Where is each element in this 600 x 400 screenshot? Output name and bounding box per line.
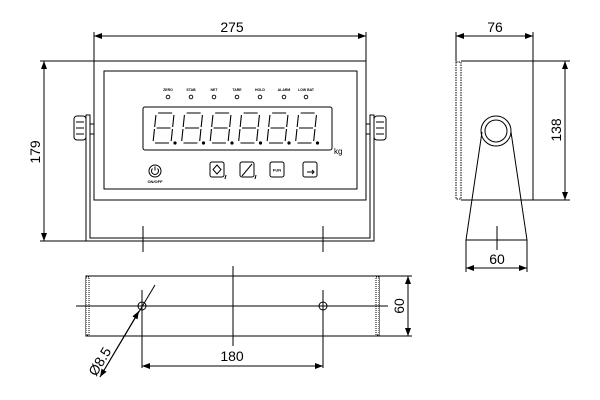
enter-key[interactable] [302,161,318,178]
indicator-led: NET [211,88,219,100]
indicator-label: ZERO [163,88,173,92]
tare-key[interactable] [239,161,257,180]
power-icon [151,166,159,175]
power-label: ON/OFF [147,179,163,184]
tare-icon [241,163,253,177]
depth-dimension: 76 [487,19,503,35]
hole-diameter-dimension: Ø8.5 [85,344,114,378]
indicator-label: ALARM [278,88,291,92]
digit [266,112,291,145]
digit [238,112,263,145]
indicator-led: TARE [232,88,242,100]
display-window [142,106,333,151]
front-panel [103,70,358,190]
power-button[interactable] [148,164,162,178]
indicator-label: HOLD [255,88,265,92]
bottom-view: 180 60 Ø8.5 [76,266,412,379]
width-dimension: 275 [220,19,244,35]
indicator-led: STAB [186,88,196,100]
digit [295,112,320,145]
mounting-bracket [85,114,375,242]
digit [152,112,177,145]
indicator-led: ALARM [278,88,291,100]
zero-key[interactable] [209,161,227,180]
indicator-label: STAB [186,88,196,92]
led-lamp [188,94,194,100]
seven-segment-display [152,112,320,145]
stand-profile [465,131,528,241]
led-lamp [281,94,287,100]
indicator-led: ZERO [163,88,173,100]
indicator-label: LOW BAT [298,88,315,92]
led-lamp [211,94,217,100]
housing-outline [93,60,367,201]
digit [209,112,234,145]
bottom-width-dimension: 60 [391,298,407,314]
knob-outer [480,115,512,147]
led-lamp [165,94,171,100]
led-lamp [303,94,309,100]
indicator-leds: ZERO STAB NET TARE HOLD ALARM LOW BAT [163,88,315,100]
zero-icon [212,164,222,175]
indicator-led: HOLD [255,88,265,100]
indicator-led: LOW BAT [298,88,315,100]
indicator-label: TARE [232,88,242,92]
unit-label: kg [334,147,342,156]
front-bezel [455,61,462,200]
hole-spacing-dimension: 180 [220,348,244,364]
side-view: 76 138 60 [455,19,570,272]
height-dimension: 179 [27,140,43,164]
left-knob [73,115,87,141]
led-lamp [257,94,263,100]
right-knob [373,115,387,141]
led-lamp [234,94,240,100]
function-key[interactable]: FUN [269,161,285,178]
base-dimension: 60 [489,251,505,267]
enter-icon [307,169,315,175]
side-height-dimension: 138 [548,118,564,142]
indicator-label: NET [211,88,219,92]
svg-text:FUN: FUN [273,168,281,173]
digit [181,112,206,145]
